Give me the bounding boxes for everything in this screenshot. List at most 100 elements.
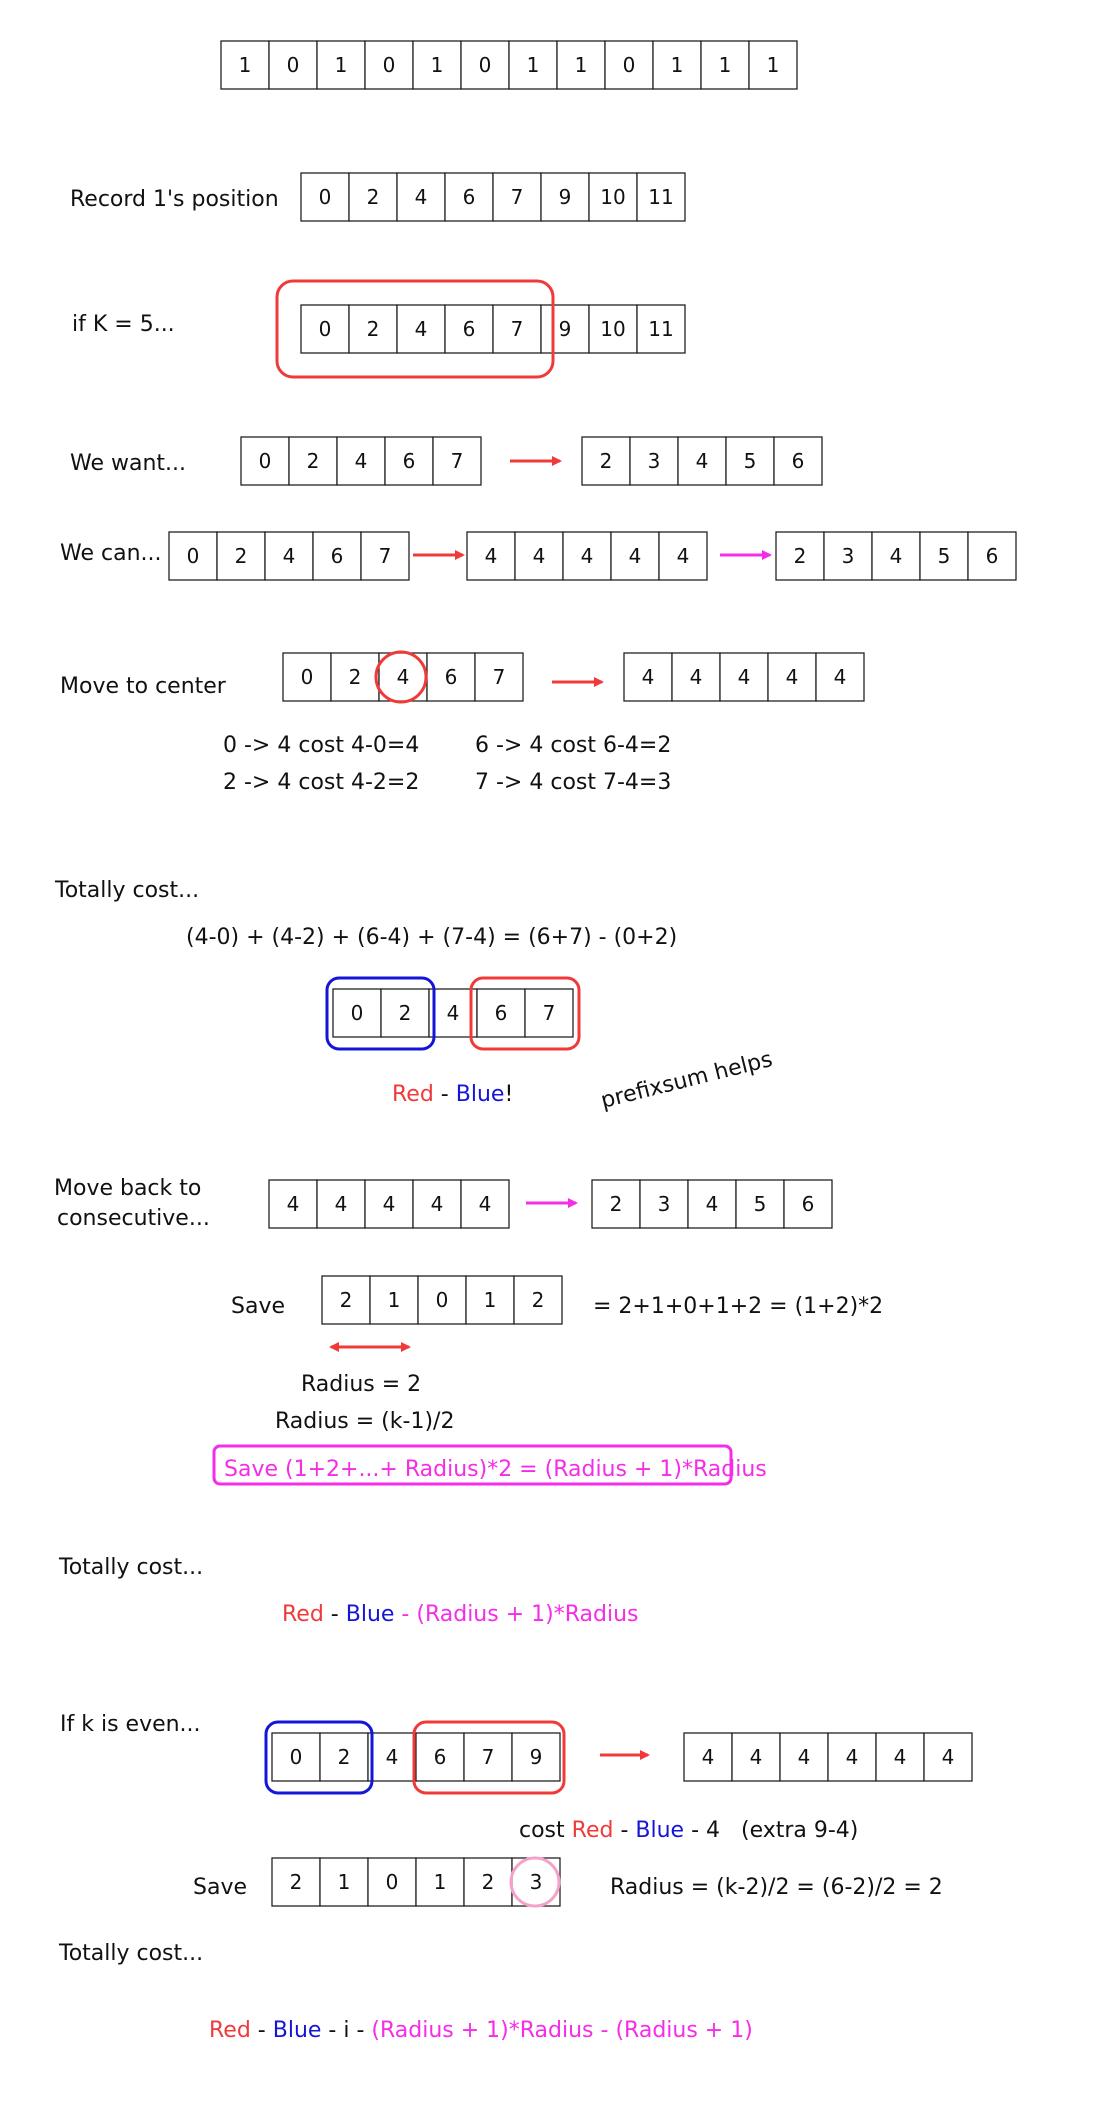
array-cell-value: 0 <box>436 1288 449 1312</box>
array-cell-value: 4 <box>287 1192 300 1216</box>
array-cell-value: 3 <box>842 544 855 568</box>
array-cell-value: 0 <box>290 1745 303 1769</box>
array-cell-value: 9 <box>530 1745 543 1769</box>
array-cell-value: 9 <box>559 185 572 209</box>
if-k-label: if K = 5... <box>72 312 175 337</box>
array-cell <box>581 436 631 486</box>
array-cell <box>432 436 482 486</box>
array-cell <box>513 1275 563 1325</box>
move-back-label-1: Move back to <box>54 1176 201 1201</box>
array-cell-value: 1 <box>388 1288 401 1312</box>
array-cell-value: 1 <box>527 53 540 77</box>
array-cell <box>700 40 750 90</box>
array-cell <box>725 436 775 486</box>
k-window-highlight <box>275 279 555 379</box>
array-cell-value: 2 <box>399 1001 412 1025</box>
array-cell <box>492 304 542 354</box>
array-cell <box>671 652 721 702</box>
array-cell <box>240 436 290 486</box>
array-cell-value: 4 <box>706 1192 719 1216</box>
totally-cost-label-1: Totally cost... <box>54 878 199 903</box>
array-cell-value: 4 <box>581 544 594 568</box>
array-cell-value: 6 <box>445 665 458 689</box>
array-cell <box>312 531 362 581</box>
array-cell <box>508 40 558 90</box>
even-blue-highlight <box>264 1720 374 1795</box>
array-cell-value: 4 <box>335 1192 348 1216</box>
total-formula-2: Red - Blue - (Radius + 1)*Radius <box>282 1602 638 1627</box>
array-cell-value: 7 <box>451 449 464 473</box>
array-cell <box>336 436 386 486</box>
array-cell-value: 0 <box>386 1870 399 1894</box>
cost-line-3: 6 -> 4 cost 6-4=2 <box>475 733 671 758</box>
array-cell <box>610 531 660 581</box>
array-cell-value: 1 <box>431 53 444 77</box>
array-cell-value: 6 <box>792 449 805 473</box>
array-cell <box>871 531 921 581</box>
array-cell-value: 2 <box>600 449 613 473</box>
array-cell <box>474 652 524 702</box>
array-cell <box>463 1732 513 1782</box>
array-cell <box>463 1857 513 1907</box>
array-cell <box>683 1732 733 1782</box>
array-cell-value: 7 <box>482 1745 495 1769</box>
array-cell-value: 0 <box>287 53 300 77</box>
array-cell-value: 4 <box>894 1745 907 1769</box>
array-cell-value: 2 <box>307 449 320 473</box>
array-cell-value: 4 <box>846 1745 859 1769</box>
array-cell-value: 4 <box>383 1192 396 1216</box>
array-cell-value: 6 <box>463 317 476 341</box>
array-cell <box>348 172 398 222</box>
array-cell-value: 4 <box>447 1001 460 1025</box>
array-cell <box>367 1857 417 1907</box>
array-cell-value: 4 <box>786 665 799 689</box>
blue-group-highlight <box>325 976 436 1051</box>
even-radius: Radius = (k-2)/2 = (6-2)/2 = 2 <box>610 1875 943 1900</box>
array-cell-value: 3 <box>648 449 661 473</box>
array-cell <box>282 652 332 702</box>
array-cell <box>524 988 574 1038</box>
array-cell-value: 4 <box>834 665 847 689</box>
array-cell <box>719 652 769 702</box>
array-cell <box>562 531 612 581</box>
array-cell <box>604 40 654 90</box>
array-cell <box>639 1179 689 1229</box>
save-equation: = 2+1+0+1+2 = (1+2)*2 <box>593 1294 883 1319</box>
array-cell-value: 4 <box>415 185 428 209</box>
array-cell-value: 3 <box>658 1192 671 1216</box>
array-cell-value: 4 <box>386 1745 399 1769</box>
array-cell-value: 7 <box>379 544 392 568</box>
array-cell-value: 2 <box>532 1288 545 1312</box>
array-cell <box>658 531 708 581</box>
array-cell <box>636 172 686 222</box>
array-cell-value: 4 <box>431 1192 444 1216</box>
array-cell <box>465 1275 515 1325</box>
array-cell <box>396 304 446 354</box>
array-cell <box>330 652 380 702</box>
array-cell <box>767 652 817 702</box>
array-cell <box>687 1179 737 1229</box>
total-formula-3: Red - Blue - i - (Radius + 1)*Radius - (… <box>209 2018 753 2043</box>
even-cost-line: cost Red - Blue - 4 (extra 9-4) <box>519 1818 858 1843</box>
array-cell <box>511 1732 561 1782</box>
array-cell-value: 0 <box>479 53 492 77</box>
array-cell <box>731 1732 781 1782</box>
array-cell-value: 1 <box>767 53 780 77</box>
array-cell-value: 0 <box>259 449 272 473</box>
radius-label-2: Radius = (k-1)/2 <box>275 1409 454 1434</box>
totally-cost-label-3: Totally cost... <box>58 1941 203 1966</box>
array-cell-value: 0 <box>319 185 332 209</box>
array-cell-value: 2 <box>794 544 807 568</box>
array-cell-value: 0 <box>351 1001 364 1025</box>
array-cell-value: 4 <box>355 449 368 473</box>
array-cell <box>364 1179 414 1229</box>
array-cell-value: 4 <box>942 1745 955 1769</box>
we-want-label: We want... <box>70 451 186 476</box>
array-cell <box>735 1179 785 1229</box>
